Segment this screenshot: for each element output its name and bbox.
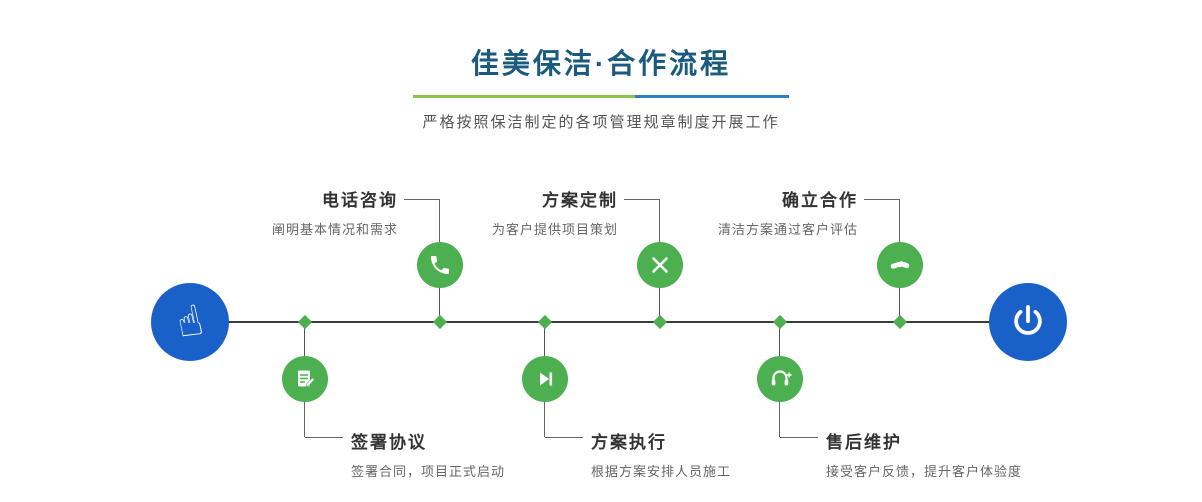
connector-line xyxy=(439,199,440,243)
connector-line xyxy=(899,199,900,243)
step-desc: 根据方案安排人员施工 xyxy=(591,464,732,479)
step-plan-customization-label: 方案定制 为客户提供项目策划 xyxy=(492,186,618,238)
divider-blue-segment xyxy=(635,95,789,98)
connector-line xyxy=(780,437,818,438)
step-desc: 签署合同，项目正式启动 xyxy=(351,464,506,479)
start-node: ☝ xyxy=(151,283,229,361)
step-plan-execution-label: 方案执行 根据方案安排人员施工 xyxy=(591,428,731,480)
timeline-diamond xyxy=(432,314,448,330)
handshake-icon xyxy=(890,261,910,269)
step-title: 电话咨询 xyxy=(322,191,398,210)
connector-line xyxy=(439,265,440,322)
connector-line xyxy=(624,199,660,200)
step-plan-execution-node xyxy=(522,356,568,402)
headset-icon xyxy=(771,370,792,386)
step-sign-agreement-node xyxy=(282,356,328,402)
connector-line xyxy=(304,322,305,379)
power-icon xyxy=(1014,305,1042,335)
step-phone-consultation-label: 电话咨询 阐明基本情况和需求 xyxy=(272,186,398,238)
timeline-diamond xyxy=(772,314,788,330)
timeline-diamond xyxy=(297,314,313,330)
step-plan-customization-node xyxy=(637,242,683,288)
step-establish-cooperation-label: 确立合作 清洁方案通过客户评估 xyxy=(718,186,858,238)
play-icon xyxy=(540,372,553,386)
step-title: 签署协议 xyxy=(351,433,427,452)
connector-line xyxy=(864,199,900,200)
step-sign-agreement-label: 签署协议 签署合同，项目正式启动 xyxy=(351,428,505,480)
timeline-line xyxy=(190,321,1030,323)
connector-line xyxy=(779,322,780,379)
connector-line xyxy=(659,265,660,322)
title-divider xyxy=(413,95,789,98)
step-after-sales-service-label: 售后维护 接受客户反馈，提升客户体验度 xyxy=(826,428,1022,480)
timeline-diamond xyxy=(892,314,908,330)
step-desc: 为客户提供项目策划 xyxy=(491,222,618,237)
divider-green-segment xyxy=(413,95,635,98)
step-title: 方案执行 xyxy=(591,433,667,452)
step-desc: 接受客户反馈，提升客户体验度 xyxy=(826,464,1023,479)
timeline-diamond xyxy=(537,314,553,330)
step-desc: 阐明基本情况和需求 xyxy=(271,222,398,237)
contract-icon xyxy=(298,370,315,387)
step-title: 售后维护 xyxy=(826,433,902,452)
connector-line xyxy=(545,437,583,438)
end-node xyxy=(989,283,1067,361)
connector-line xyxy=(404,199,440,200)
connector-line xyxy=(304,401,305,437)
connector-line xyxy=(544,322,545,379)
step-phone-consultation-node xyxy=(417,242,463,288)
pencil-icon xyxy=(652,257,668,273)
connector-line xyxy=(544,401,545,437)
step-establish-cooperation-node xyxy=(877,242,923,288)
page-subtitle: 严格按照保洁制定的各项管理规章制度开展工作 xyxy=(422,114,780,131)
connector-line xyxy=(659,199,660,243)
connector-line xyxy=(779,401,780,437)
step-desc: 清洁方案通过客户评估 xyxy=(717,222,858,237)
step-title: 方案定制 xyxy=(542,191,618,210)
pointing-hand-icon: ☝ xyxy=(172,294,208,349)
timeline-diamond xyxy=(652,314,668,330)
step-title: 确立合作 xyxy=(782,191,858,210)
phone-icon xyxy=(431,256,449,274)
step-after-sales-service-node xyxy=(757,356,803,402)
connector-line xyxy=(305,437,343,438)
connector-line xyxy=(899,265,900,322)
page-title: 佳美保洁·合作流程 xyxy=(470,48,732,79)
